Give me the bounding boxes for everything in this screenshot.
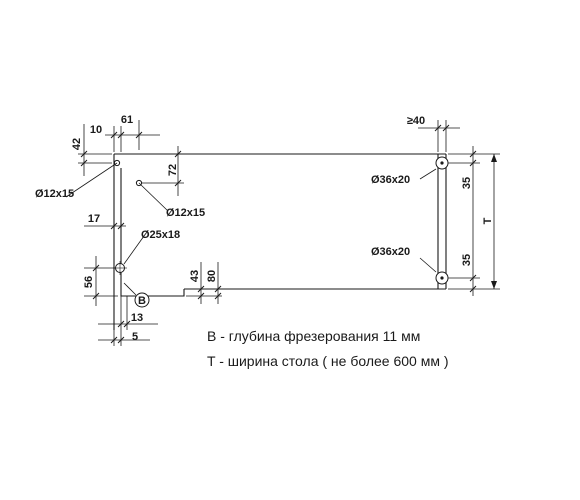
dim-5: 5 [132,331,138,343]
plate-outline [113,153,447,330]
dim-72: 72 [167,164,179,176]
label-hole-large: Ø25x18 [141,229,180,241]
marker-b-label: B [138,295,146,307]
label-hole-top-left: Ø12x15 [35,188,74,200]
dim-35-bottom: 35 [461,254,473,266]
dimension-lines-left [78,120,222,346]
label-hole-inner: Ø12x15 [166,207,205,219]
dimension-lines-right [418,120,500,296]
dim-35-top: 35 [461,177,473,189]
dim-17: 17 [88,213,100,225]
hole-inner [135,179,169,212]
legend-b: B - глубина фрезерования 11 мм [207,328,420,344]
legend: B - глубина фрезерования 11 мм T - ширин… [207,328,449,369]
dim-40: ≥40 [407,115,425,127]
hole-right-bottom [419,257,449,285]
dim-56: 56 [83,276,95,288]
legend-t: T - ширина стола ( не более 600 мм ) [207,353,449,369]
hole-right-top [419,156,449,180]
dim-10: 10 [90,124,102,136]
label-hole-right-top: Ø36x20 [371,174,410,186]
dim-42: 42 [71,138,83,150]
hole-large [113,235,145,275]
marker-b: B [123,282,150,308]
dimension-texts: 42 10 61 Ø12x15 72 Ø12x15 17 Ø25x18 56 4… [35,114,494,343]
dim-width-t: T [482,217,494,224]
dim-80: 80 [206,270,218,282]
label-hole-right-bottom: Ø36x20 [371,246,410,258]
hole-top-left [65,159,121,198]
dim-43: 43 [189,270,201,282]
dim-13: 13 [131,312,143,324]
dim-61: 61 [121,114,133,126]
